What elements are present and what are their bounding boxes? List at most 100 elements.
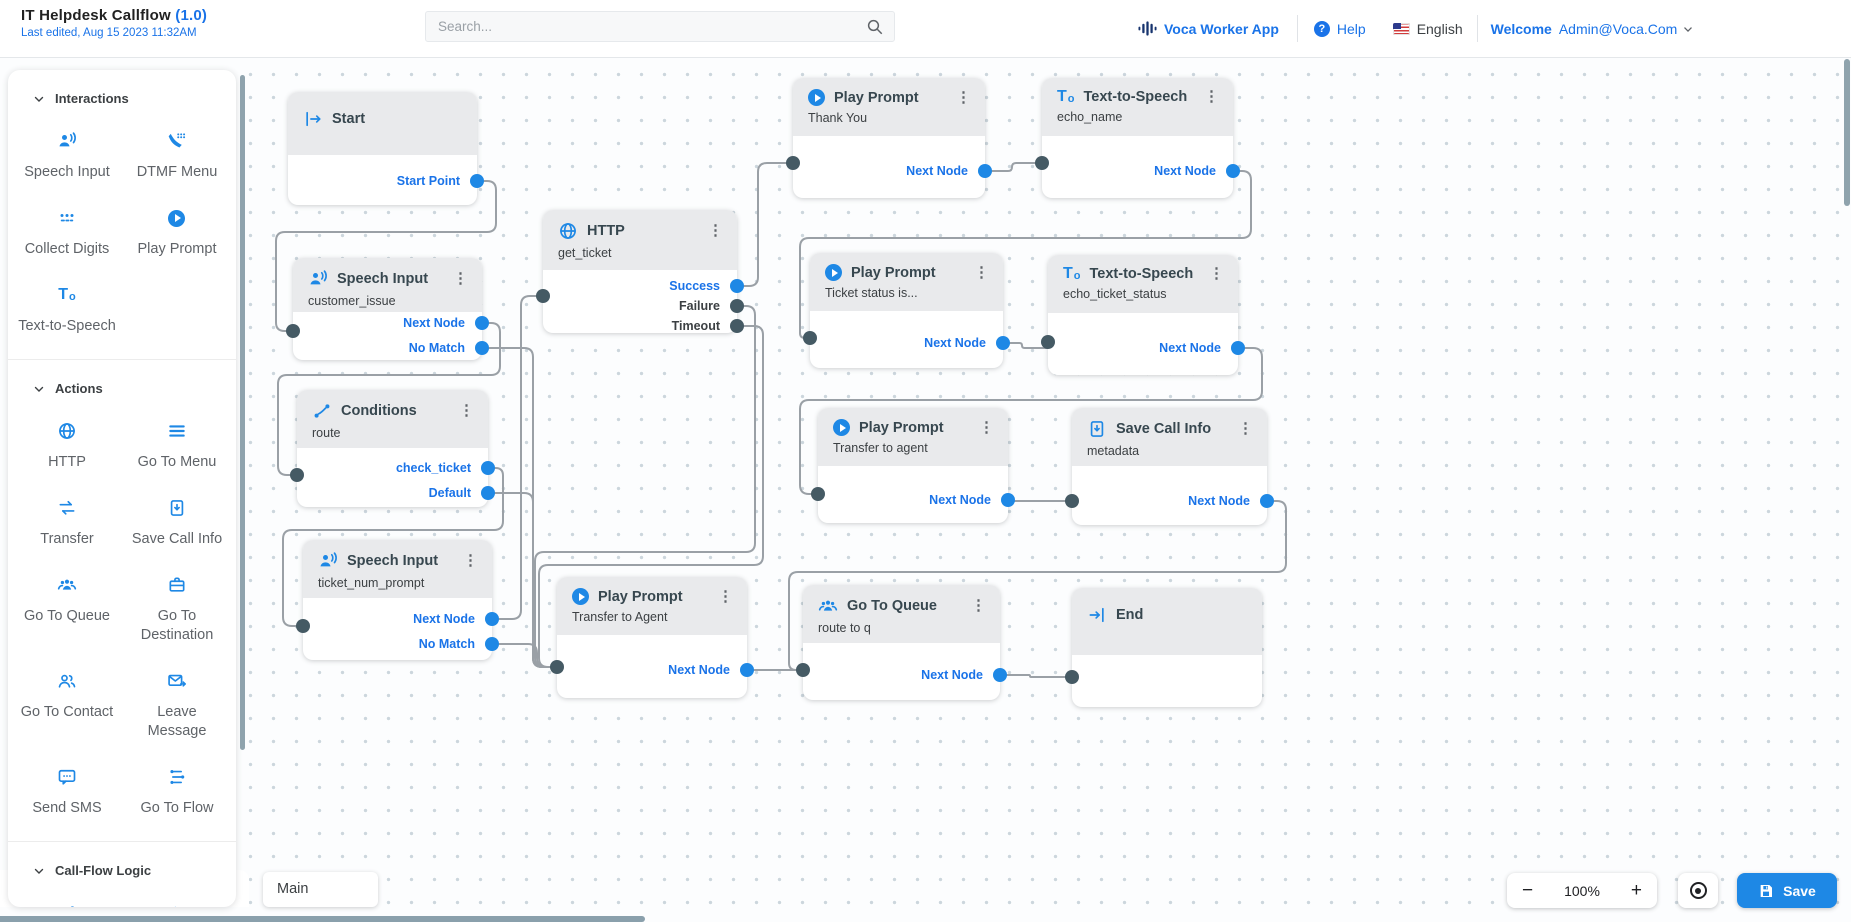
node-menu-icon[interactable]: ⋮ <box>1238 420 1253 437</box>
node-menu-icon[interactable]: ⋮ <box>708 222 723 239</box>
output-port-success[interactable] <box>730 279 744 293</box>
input-port[interactable] <box>1041 335 1055 349</box>
node-menu-icon[interactable]: ⋮ <box>459 402 474 419</box>
output-port-start-point[interactable] <box>470 174 484 188</box>
port-label-next-node: Next Node <box>929 493 991 507</box>
port-label-next-node: Next Node <box>1188 494 1250 508</box>
language-selector[interactable]: English <box>1392 21 1463 37</box>
palette-item-go-to-contact[interactable]: Go To Contact <box>21 670 113 741</box>
tab-main-flow[interactable]: Main <box>263 872 378 907</box>
zoom-out-button[interactable]: − <box>1522 880 1534 901</box>
sidebar-section-header-interactions[interactable]: Interactions <box>8 70 236 110</box>
search-input[interactable] <box>426 19 866 34</box>
input-port[interactable] <box>1065 670 1079 684</box>
output-port-default[interactable] <box>481 486 495 500</box>
palette-item-go-to-destination[interactable]: Go To Destination <box>126 574 228 645</box>
node-menu-icon[interactable]: ⋮ <box>971 597 986 614</box>
target-icon <box>1689 882 1707 899</box>
output-port-next-node[interactable] <box>996 336 1010 350</box>
input-port[interactable] <box>803 331 817 345</box>
output-port-no-match[interactable] <box>475 341 489 355</box>
output-port-next-node[interactable] <box>1231 341 1245 355</box>
input-port[interactable] <box>1065 494 1079 508</box>
search-icon[interactable] <box>866 18 884 36</box>
palette-item-conditions[interactable] <box>57 902 77 907</box>
node-end[interactable]: End <box>1065 588 1262 707</box>
node-menu-icon[interactable]: ⋮ <box>974 263 989 281</box>
node-menu-icon[interactable]: ⋮ <box>463 552 478 569</box>
sidebar-scrollbar[interactable] <box>240 75 245 750</box>
output-port-no-match[interactable] <box>485 637 499 651</box>
output-port-timeout[interactable] <box>730 319 744 333</box>
palette-item-leave-message[interactable]: Leave Message <box>126 670 228 741</box>
node-menu-icon[interactable]: ⋮ <box>979 418 994 436</box>
palette-item-go-to-queue[interactable]: Go To Queue <box>24 574 110 645</box>
input-port[interactable] <box>290 468 304 482</box>
canvas-vertical-scrollbar[interactable] <box>1844 59 1850 206</box>
input-port[interactable] <box>786 156 800 170</box>
output-port-next-node[interactable] <box>485 612 499 626</box>
zoom-in-button[interactable]: + <box>1630 880 1642 901</box>
node-header: Speech Input⋮ticket_num_prompt <box>303 540 492 598</box>
output-port-failure[interactable] <box>730 299 744 313</box>
node-menu-icon[interactable]: ⋮ <box>1209 265 1224 282</box>
palette-item-label: Send SMS <box>32 800 102 816</box>
input-port[interactable] <box>796 663 810 677</box>
palette-item-play-prompt[interactable]: Play Prompt <box>138 207 216 259</box>
canvas-horizontal-scrollbar[interactable] <box>0 916 645 922</box>
palette-item-switch[interactable] <box>167 902 187 907</box>
palette-item-go-to-flow[interactable]: Go To Flow <box>140 766 214 818</box>
output-port-check_ticket[interactable] <box>481 461 495 475</box>
input-port[interactable] <box>550 660 564 674</box>
last-edited-label: Last edited, Aug 15 2023 11:32AM <box>21 27 197 39</box>
palette-item-collect-digits[interactable]: Collect Digits <box>25 207 109 259</box>
chevron-down-icon[interactable] <box>1681 22 1695 36</box>
fit-view-button[interactable] <box>1678 873 1718 908</box>
user-menu[interactable]: Welcome Admin@Voca.Com <box>1491 21 1696 37</box>
palette-item-go-to-menu[interactable]: Go To Menu <box>138 420 216 472</box>
palette-item-http[interactable]: HTTP <box>48 420 86 472</box>
output-port-next-node[interactable] <box>1260 494 1274 508</box>
output-port-next-node[interactable] <box>993 668 1007 682</box>
input-port[interactable] <box>1035 156 1049 170</box>
help-link[interactable]: ? Help <box>1313 20 1366 37</box>
output-port-next-node[interactable] <box>1001 493 1015 507</box>
palette-item-transfer[interactable]: Transfer <box>40 497 94 549</box>
sidebar-section-header-actions[interactable]: Actions <box>8 360 236 400</box>
node-play-ticket-status[interactable]: Play Prompt⋮Ticket status is...Next Node <box>803 253 1010 368</box>
node-menu-icon[interactable]: ⋮ <box>1204 88 1219 105</box>
output-port-next-node[interactable] <box>978 164 992 178</box>
palette-item-speech-input[interactable]: Speech Input <box>24 130 110 182</box>
conditions-icon <box>57 902 77 907</box>
palette-item-save-call-info[interactable]: Save Call Info <box>132 497 222 549</box>
output-port-next-node[interactable] <box>475 316 489 330</box>
output-port-next-node[interactable] <box>740 663 754 677</box>
save-button[interactable]: Save <box>1737 873 1837 908</box>
palette-item-dtmf-menu[interactable]: DTMF Menu <box>137 130 217 182</box>
node-header: End <box>1072 588 1262 655</box>
voca-worker-app-link[interactable]: Voca Worker App <box>1138 19 1279 38</box>
sidebar-section-header-call-flow-logic[interactable]: Call-Flow Logic <box>8 842 236 882</box>
input-port[interactable] <box>536 289 550 303</box>
input-port[interactable] <box>296 619 310 633</box>
palette-item-send-sms[interactable]: Send SMS <box>32 766 102 818</box>
node-menu-icon[interactable]: ⋮ <box>453 270 468 287</box>
node-menu-icon[interactable]: ⋮ <box>956 88 971 106</box>
input-port[interactable] <box>811 487 825 501</box>
node-menu-icon[interactable]: ⋮ <box>718 587 733 605</box>
output-port-next-node[interactable] <box>1226 164 1240 178</box>
input-port[interactable] <box>286 324 300 338</box>
